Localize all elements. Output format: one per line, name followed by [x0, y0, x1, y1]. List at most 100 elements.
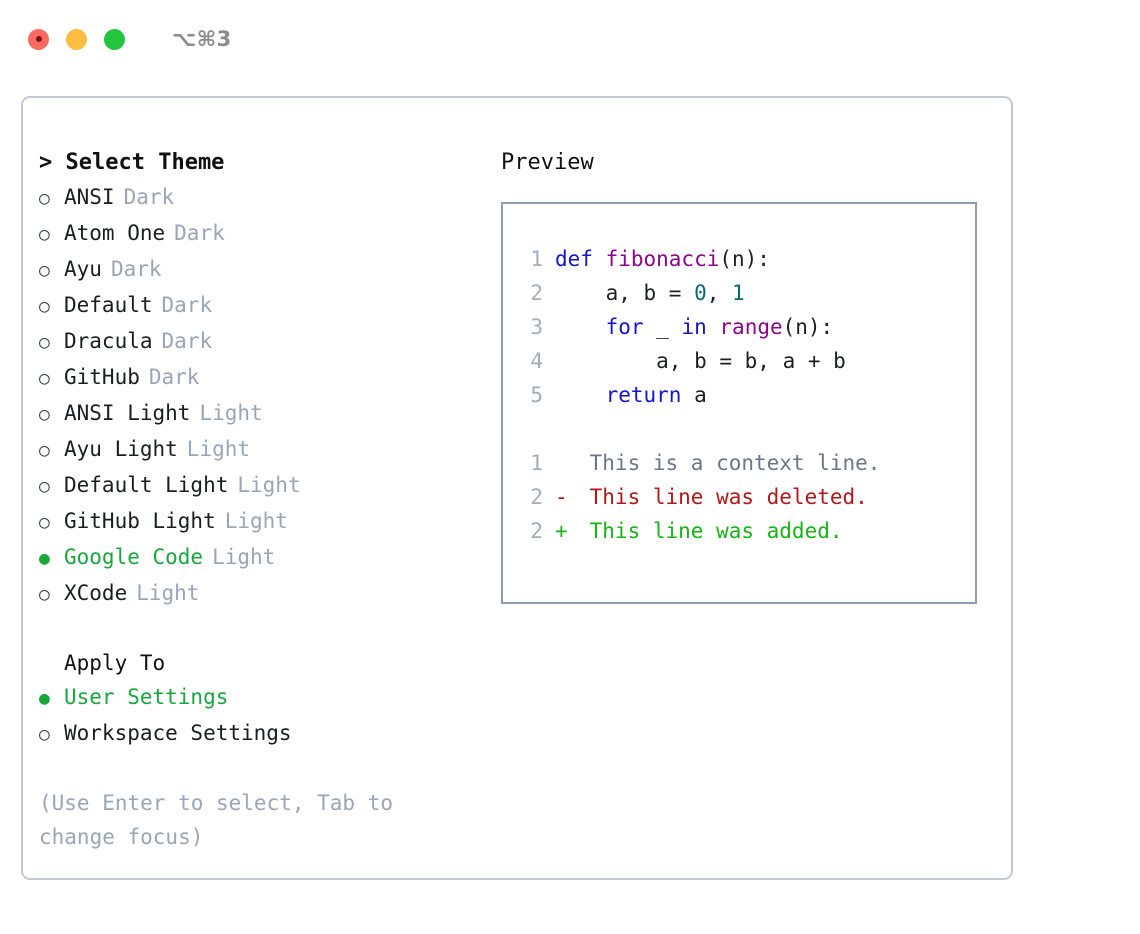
code-token-plain: a, b = b, a + b — [555, 349, 846, 373]
apply-to-panel: Apply To ● User Settings ○Workspace Settin… — [39, 646, 479, 752]
theme-option-label: GitHub — [64, 365, 140, 389]
code-token-plain — [555, 315, 606, 339]
theme-variant-tag: Dark — [161, 329, 213, 353]
theme-option-label: Atom One — [64, 221, 166, 245]
theme-option-label: Ayu Light — [64, 437, 178, 461]
theme-variant-tag: Dark — [123, 185, 175, 209]
diff-line-number: 1 — [530, 451, 543, 475]
radio-unselected-icon: ○ — [39, 332, 50, 353]
radio-selected-icon: ● — [39, 548, 50, 569]
code-line: 4 a, b = b, a + b — [513, 344, 971, 378]
radio-selected-icon: ● — [39, 688, 50, 709]
theme-variant-tag: Dark — [161, 293, 213, 317]
apply-to-option-user-settings[interactable]: ● User Settings — [39, 680, 479, 716]
theme-option-atom-one[interactable]: ○ Atom One Dark — [39, 216, 479, 252]
traffic-lights — [28, 28, 125, 50]
theme-variant-tag: Dark — [174, 221, 225, 245]
code-diff-spacer — [513, 412, 971, 446]
theme-option-dracula[interactable]: ○ Dracula Dark — [39, 324, 479, 360]
line-number: 5 — [530, 383, 543, 407]
keyboard-shortcut-label: ⌥⌘3 — [172, 27, 232, 51]
radio-unselected-icon: ○ — [39, 512, 50, 533]
radio-unselected-icon: ○ — [39, 440, 50, 461]
code-token-plain: (n): — [719, 247, 770, 271]
keyboard-hint-text: (Use Enter to select, Tab to change focu… — [39, 791, 406, 849]
line-number: 4 — [530, 349, 543, 373]
diff-line-text: This is a context line. — [577, 451, 881, 475]
apply-to-heading: Apply To — [64, 651, 166, 675]
code-token-fn: range — [719, 315, 783, 339]
apply-to-option-label: User Settings — [64, 685, 229, 709]
theme-variant-tag: Dark — [148, 365, 200, 389]
code-token-kw: def — [555, 247, 606, 271]
theme-option-ayu[interactable]: ○ Ayu Dark — [39, 252, 479, 288]
theme-option-ayu-light[interactable]: ○ Ayu Light Light — [39, 432, 479, 468]
theme-option-default[interactable]: ○ Default Dark — [39, 288, 479, 324]
theme-option-label: Default — [64, 293, 153, 317]
diff-line-number: 2 — [530, 485, 543, 509]
code-line: 1 def fibonacci(n): — [513, 242, 971, 276]
code-token-plain: (n): — [782, 315, 834, 339]
radio-unselected-icon: ○ — [39, 224, 50, 245]
code-line-text: a, b = b, a + b — [555, 344, 846, 378]
radio-unselected-icon: ○ — [39, 296, 50, 317]
theme-variant-tag: Light — [237, 473, 301, 497]
code-token-kw: return — [605, 383, 682, 407]
code-token-num: 0 — [694, 281, 707, 305]
theme-option-label: ANSI Light — [64, 401, 191, 425]
maximize-window-button[interactable] — [104, 28, 125, 50]
window-titlebar: ⌥⌘3 — [0, 0, 1140, 78]
diff-marker: + — [555, 519, 568, 543]
code-line-text: return a — [555, 378, 707, 412]
code-line: 3 for _ in range(n): — [513, 310, 971, 344]
diff-line-context: 1 This is a context line. — [513, 446, 971, 480]
line-number: 2 — [530, 281, 543, 305]
code-line-text: a, b = 0, 1 — [555, 276, 745, 310]
theme-option-label: Dracula — [64, 329, 153, 353]
theme-variant-tag: Dark — [110, 257, 162, 281]
minimize-window-button[interactable] — [66, 28, 87, 50]
code-line: 5 return a — [513, 378, 971, 412]
code-token-plain: , — [706, 281, 733, 305]
apply-to-option-label: Workspace Settings — [64, 721, 292, 745]
theme-option-label: Ayu — [64, 257, 102, 281]
diff-line-number: 2 — [530, 519, 543, 543]
line-number: 3 — [530, 315, 543, 339]
apply-to-option-list: ● User Settings ○Workspace Settings — [39, 680, 479, 752]
code-token-plain: a, b = — [555, 281, 695, 305]
theme-option-ansi-light[interactable]: ○ ANSI Light Light — [39, 396, 479, 432]
close-window-button[interactable] — [28, 28, 49, 50]
theme-option-label: Google Code — [64, 545, 204, 569]
code-token-plain — [707, 315, 720, 339]
diff-lines: 1 This is a context line.2- This line wa… — [513, 446, 971, 548]
code-token-fn: fibonacci — [605, 247, 720, 271]
theme-variant-tag: Light — [199, 401, 263, 425]
apply-to-option-workspace-settings[interactable]: ○Workspace Settings — [39, 716, 479, 752]
diff-line-add: 2+ This line was added. — [513, 514, 971, 548]
radio-unselected-icon: ○ — [39, 260, 50, 281]
select-theme-heading: > Select Theme — [39, 150, 225, 175]
line-number: 1 — [530, 247, 543, 271]
theme-variant-tag: Light — [186, 437, 251, 461]
diff-marker: - — [555, 485, 568, 509]
code-line-text: def fibonacci(n): — [555, 242, 770, 276]
radio-unselected-icon: ○ — [39, 404, 50, 425]
code-token-plain: _ — [643, 315, 682, 339]
theme-option-label: ANSI — [64, 185, 115, 209]
theme-variant-tag: Light — [224, 509, 288, 533]
radio-unselected-icon: ○ — [39, 476, 50, 497]
code-token-plain: a — [681, 383, 707, 407]
